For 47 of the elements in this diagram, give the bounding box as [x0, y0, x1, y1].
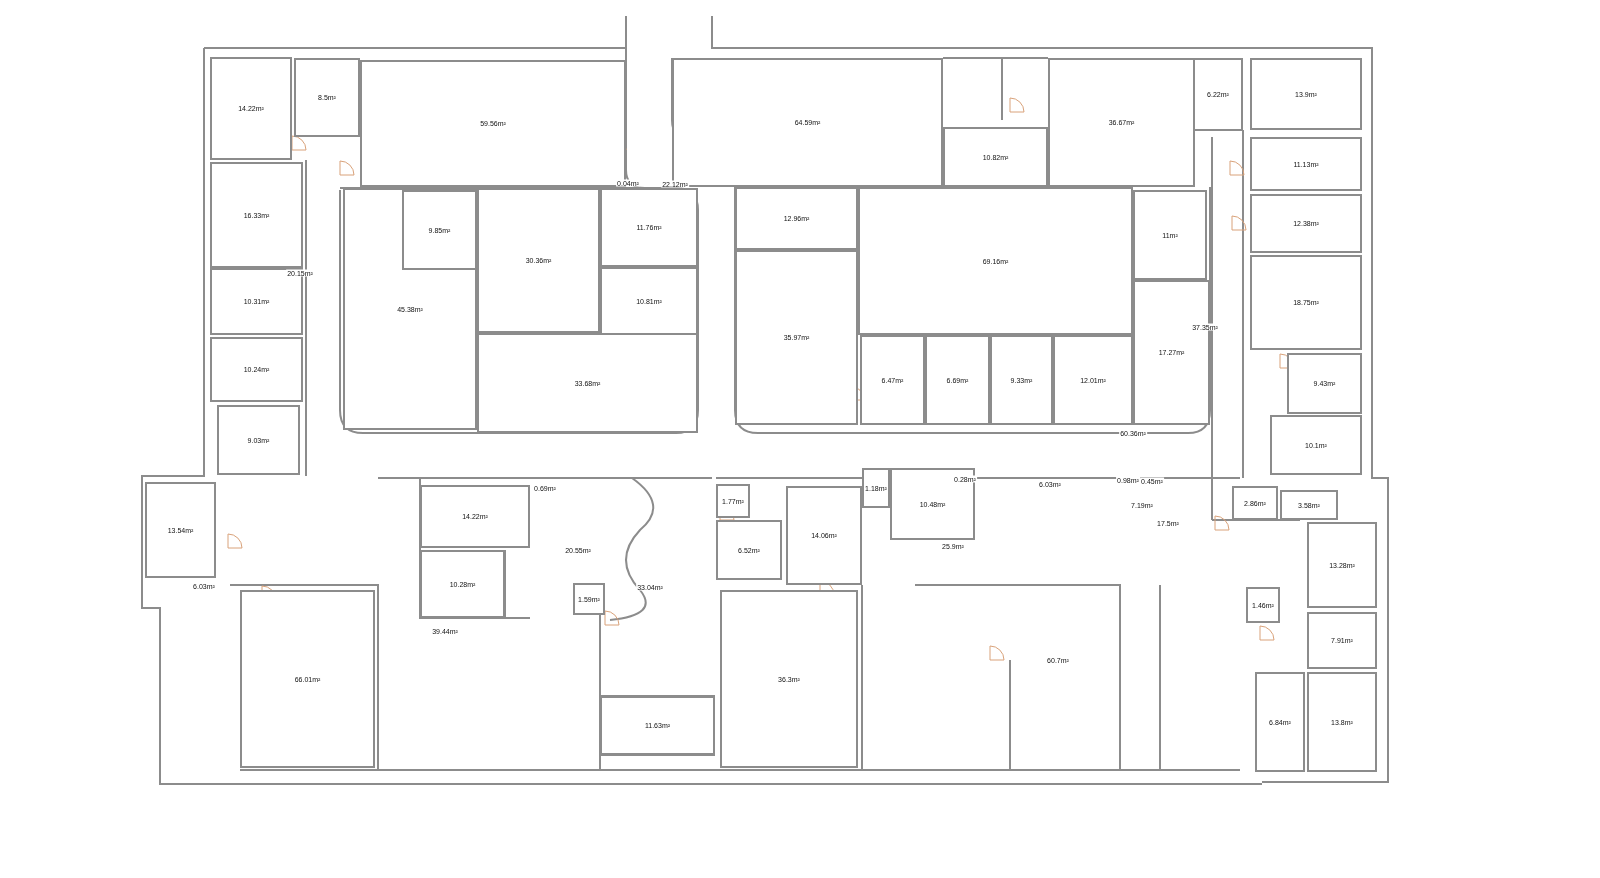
- room-outline: [1307, 522, 1377, 608]
- room-outline: [1250, 58, 1362, 130]
- room-outline: [943, 127, 1048, 187]
- room-outline: [1307, 612, 1377, 669]
- room-outline: [1250, 137, 1362, 191]
- room-outline: [600, 696, 715, 755]
- room-outline: [862, 468, 890, 508]
- room-outline: [600, 267, 698, 335]
- room-outline: [1048, 58, 1195, 187]
- room-outline: [735, 187, 858, 250]
- room-outline: [402, 190, 477, 270]
- room-outline: [1270, 415, 1362, 475]
- room-outline: [1232, 486, 1278, 520]
- room-outline: [1250, 255, 1362, 350]
- room-outline: [210, 162, 303, 268]
- room-outline: [925, 335, 990, 425]
- room-outline: [1280, 490, 1338, 520]
- room-outline: [716, 484, 750, 518]
- room-outline: [1307, 672, 1377, 772]
- room-outline: [477, 333, 698, 433]
- room-outline: [1246, 587, 1280, 623]
- room-outline: [477, 188, 600, 333]
- room-outline: [1053, 335, 1133, 425]
- room-outline: [1287, 353, 1362, 414]
- room-outline: [890, 468, 975, 540]
- room-outline: [420, 485, 530, 548]
- room-outline: [858, 187, 1133, 335]
- room-outline: [420, 550, 505, 618]
- room-outline: [217, 405, 300, 475]
- room-outline: [573, 583, 605, 615]
- room-outline: [600, 188, 698, 267]
- room-outline: [860, 335, 925, 425]
- room-outline: [294, 58, 360, 137]
- room-outline: [1255, 672, 1305, 772]
- room-outline: [240, 590, 375, 768]
- room-outline: [716, 520, 782, 580]
- room-outline: [210, 337, 303, 402]
- room-outline: [1193, 58, 1243, 131]
- room-outline: [1133, 190, 1207, 280]
- room-outline: [210, 57, 292, 160]
- room-outline: [1250, 194, 1362, 253]
- room-outline: [145, 482, 216, 578]
- room-outline: [343, 188, 477, 430]
- room-outline: [735, 250, 858, 425]
- room-outline: [990, 335, 1053, 425]
- room-outline: [720, 590, 858, 768]
- room-outline: [786, 486, 862, 585]
